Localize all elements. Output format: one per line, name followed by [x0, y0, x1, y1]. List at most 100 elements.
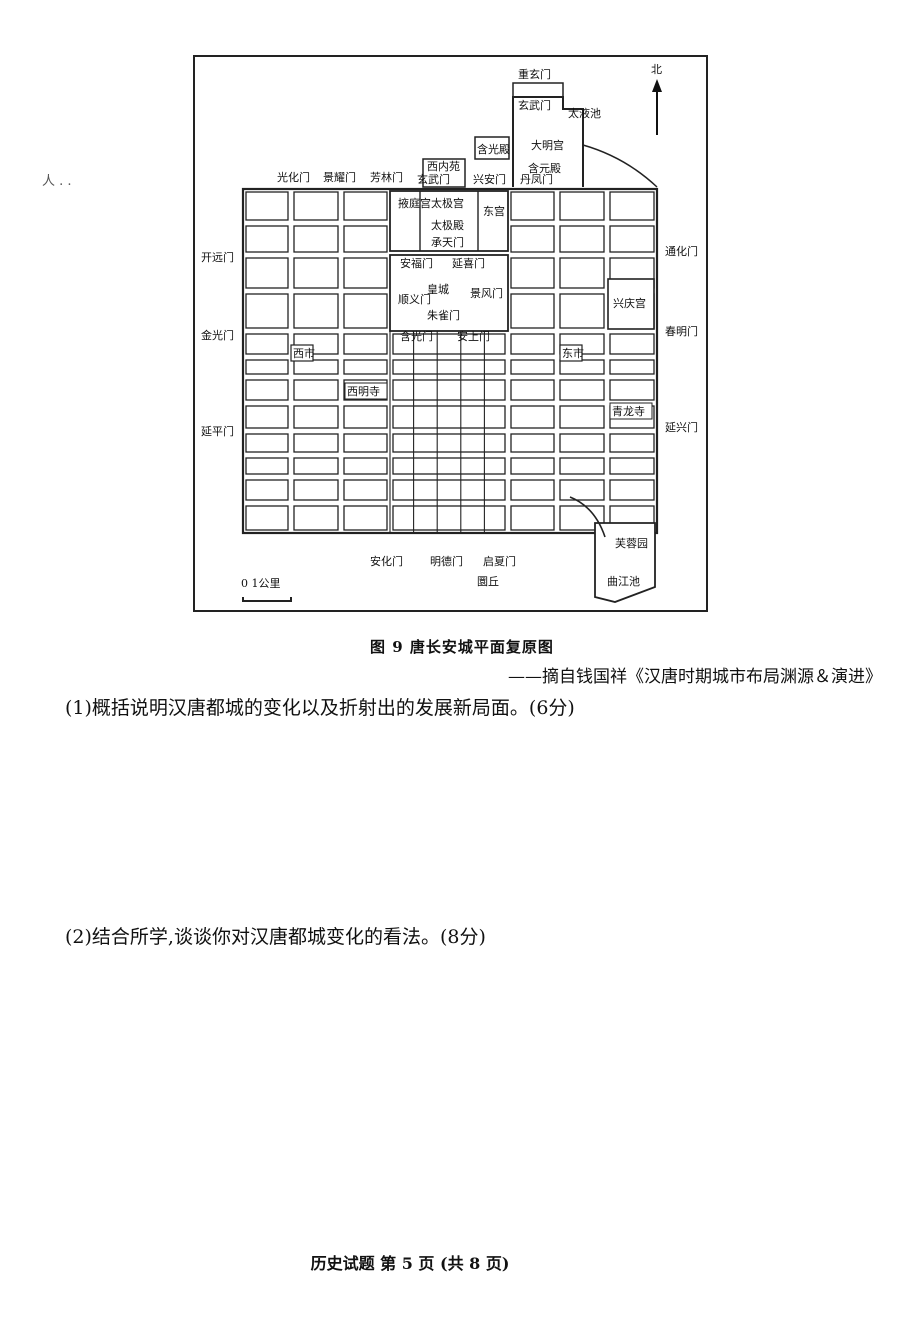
west-inner-garden: 西内苑 — [427, 159, 460, 173]
east-market: 东市 — [562, 346, 584, 360]
city-ward-block — [343, 293, 388, 329]
city-ward-block — [510, 379, 555, 401]
taiye-pool: 太液池 — [568, 106, 601, 120]
city-ward-block — [559, 433, 605, 453]
city-ward-block — [343, 225, 388, 253]
gate-yanping: 延平门 — [201, 424, 234, 438]
city-ward-block — [343, 505, 388, 531]
city-ward-block — [392, 457, 506, 475]
gate-hanguang: 含光门 — [400, 329, 433, 343]
city-ward-block — [245, 359, 289, 375]
city-ward-block — [245, 433, 289, 453]
furong-garden: 芙蓉园 — [615, 536, 648, 550]
question-2: (2)结合所学,谈谈你对汉唐都城变化的看法。(8分) — [65, 926, 486, 948]
city-ward-block — [609, 433, 655, 453]
ximing-temple: 西明寺 — [347, 385, 380, 398]
gate-guanghua: 光化门 — [277, 170, 310, 184]
xingqing-palace: 兴庆宫 — [613, 296, 646, 310]
city-ward-block — [245, 257, 289, 289]
gate-qixia: 启夏门 — [483, 554, 516, 568]
city-ward-block — [293, 293, 339, 329]
taiji-hall: 太极殿 — [431, 218, 464, 232]
city-ward-block — [245, 405, 289, 429]
corner-mark: 人 . . — [42, 174, 72, 189]
gate-jingfeng: 景风门 — [470, 286, 503, 300]
city-ward-block — [559, 191, 605, 221]
gate-yanxi: 延喜门 — [452, 256, 485, 270]
city-ward-block — [245, 457, 289, 475]
gate-yanxing: 延兴门 — [665, 420, 698, 434]
gate-kaiyuan: 开远门 — [201, 250, 234, 264]
gate-xuanwu-daming: 玄武门 — [518, 98, 551, 112]
city-ward-block — [609, 191, 655, 221]
scale-label: 0 1公里 — [241, 577, 281, 590]
gate-shunyi: 顺义门 — [398, 292, 431, 306]
city-ward-block — [609, 457, 655, 475]
gate-tonghua: 通化门 — [665, 244, 698, 258]
gate-jinguang: 金光门 — [201, 328, 234, 342]
city-ward-block — [559, 359, 605, 375]
gate-xingan: 兴安门 — [473, 172, 506, 186]
city-ward-block — [293, 359, 339, 375]
city-ward-block — [510, 191, 555, 221]
city-ward-block — [392, 359, 506, 375]
city-ward-block — [392, 379, 506, 401]
gate-jingyao: 景耀门 — [323, 170, 356, 184]
city-ward-block — [245, 191, 289, 221]
city-ward-block — [510, 225, 555, 253]
city-ward-block — [609, 359, 655, 375]
gate-anhua: 安化门 — [370, 554, 403, 568]
city-ward-block — [510, 433, 555, 453]
city-ward-block — [343, 405, 388, 429]
gate-chongxuan: 重玄门 — [518, 67, 551, 81]
city-ward-block — [293, 479, 339, 501]
city-ward-block — [559, 293, 605, 329]
gate-anfu: 安福门 — [400, 256, 433, 270]
city-ward-block — [343, 479, 388, 501]
city-ward-block — [293, 433, 339, 453]
city-ward-block — [293, 379, 339, 401]
gate-xuanwu: 玄武门 — [417, 172, 450, 186]
city-ward-block — [343, 191, 388, 221]
city-ward-block — [293, 225, 339, 253]
city-ward-block — [343, 433, 388, 453]
question-1: (1)概括说明汉唐都城的变化以及折射出的发展新局面。(6分) — [65, 697, 575, 719]
city-ward-block — [559, 457, 605, 475]
city-ward-block — [245, 225, 289, 253]
north-label: 北 — [651, 63, 662, 76]
city-ward-block — [559, 379, 605, 401]
city-ward-block — [392, 505, 506, 531]
city-ward-block — [510, 359, 555, 375]
city-ward-block — [293, 405, 339, 429]
figure-caption: 图 9 唐长安城平面复原图 — [370, 638, 554, 656]
chengtian-gate: 承天门 — [431, 235, 464, 249]
city-ward-block — [343, 359, 388, 375]
city-ward-block — [392, 479, 506, 501]
city-plan-svg: 北 重玄门 玄武门 太液池 大明宫 含元殿 含光殿 西内苑 光化门 景耀门 芳林… — [201, 63, 698, 603]
city-ward-block — [510, 257, 555, 289]
east-palace: 东宫 — [483, 204, 505, 218]
city-ward-block — [510, 293, 555, 329]
city-ward-block — [293, 257, 339, 289]
city-ward-block — [559, 405, 605, 429]
city-ward-block — [245, 479, 289, 501]
gate-fanglin: 芳林门 — [370, 170, 403, 184]
yuanqiu: 圜丘 — [477, 575, 499, 588]
city-ward-block — [293, 333, 339, 355]
city-ward-block — [245, 293, 289, 329]
street-grid — [241, 187, 659, 535]
page-footer: 历史试题 第 5 页 (共 8 页) — [310, 1254, 510, 1273]
yeting-palace: 掖庭宫 — [398, 196, 431, 210]
gate-zhuque: 朱雀门 — [427, 308, 460, 322]
city-ward-block — [609, 379, 655, 401]
hanyuan-hall: 含元殿 — [528, 161, 561, 175]
city-ward-block — [293, 505, 339, 531]
city-wall — [241, 187, 659, 535]
city-ward-block — [343, 457, 388, 475]
city-ward-block — [245, 379, 289, 401]
city-ward-block — [392, 333, 506, 355]
gate-anshang: 安上门 — [457, 329, 490, 343]
daming-palace-outline — [512, 96, 584, 187]
city-ward-block — [293, 191, 339, 221]
gate-mingde: 明德门 — [430, 554, 463, 568]
